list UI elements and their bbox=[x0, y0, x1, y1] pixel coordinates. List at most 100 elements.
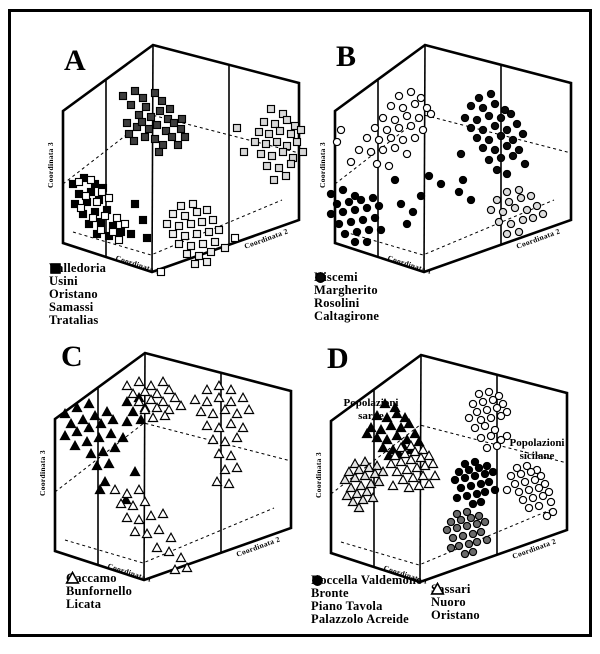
data-point bbox=[359, 470, 371, 481]
data-point bbox=[365, 478, 377, 489]
data-point bbox=[269, 175, 279, 185]
panel-letter-A: A bbox=[64, 44, 86, 77]
data-point bbox=[259, 117, 269, 127]
data-point bbox=[137, 117, 147, 127]
triangle-marker-icon bbox=[65, 571, 80, 584]
data-point bbox=[145, 394, 157, 405]
data-point bbox=[417, 444, 429, 455]
data-point bbox=[415, 452, 427, 463]
data-point bbox=[470, 471, 480, 481]
series-piano-tavola bbox=[442, 507, 492, 559]
data-point bbox=[397, 474, 409, 485]
data-point bbox=[448, 533, 458, 543]
data-point bbox=[510, 203, 520, 213]
legend-label: Roccella Valdemone bbox=[311, 573, 422, 587]
data-point bbox=[374, 135, 384, 145]
data-point bbox=[354, 145, 364, 155]
data-point bbox=[476, 433, 486, 443]
data-point bbox=[395, 456, 407, 467]
data-point bbox=[538, 209, 548, 219]
data-point bbox=[347, 496, 359, 507]
annotation-text: sarde bbox=[358, 410, 384, 422]
data-point bbox=[151, 402, 163, 413]
data-point bbox=[367, 492, 379, 503]
data-point bbox=[446, 543, 456, 553]
series-margherito bbox=[332, 87, 436, 171]
data-point bbox=[129, 466, 141, 477]
series-niscemi bbox=[326, 171, 476, 247]
data-point bbox=[138, 93, 148, 103]
data-point bbox=[384, 161, 394, 171]
data-point bbox=[508, 135, 518, 145]
data-point bbox=[486, 89, 496, 99]
data-point bbox=[223, 478, 235, 489]
data-point bbox=[405, 440, 417, 451]
data-point bbox=[181, 562, 193, 573]
data-point bbox=[201, 396, 213, 407]
data-point bbox=[129, 136, 139, 146]
data-point bbox=[524, 485, 534, 495]
data-point bbox=[96, 225, 106, 235]
data-point bbox=[423, 478, 435, 489]
data-point bbox=[162, 219, 172, 229]
data-point bbox=[416, 93, 426, 103]
data-point bbox=[356, 195, 366, 205]
data-point bbox=[460, 459, 470, 469]
data-point bbox=[147, 412, 159, 423]
data-point bbox=[506, 471, 516, 481]
data-point bbox=[343, 466, 355, 477]
data-point bbox=[476, 479, 486, 489]
data-point bbox=[490, 425, 500, 435]
data-point bbox=[486, 205, 496, 215]
data-point bbox=[71, 426, 83, 437]
data-point bbox=[472, 407, 482, 417]
data-point bbox=[194, 251, 204, 261]
data-point bbox=[127, 406, 139, 417]
triangle-marker-icon bbox=[430, 582, 445, 595]
data-point bbox=[492, 441, 502, 451]
data-point bbox=[466, 481, 476, 491]
data-point bbox=[468, 399, 478, 409]
data-point bbox=[165, 104, 175, 114]
data-point bbox=[105, 428, 117, 439]
data-point bbox=[243, 404, 255, 415]
data-point bbox=[350, 191, 360, 201]
data-point bbox=[472, 133, 482, 143]
data-point bbox=[416, 191, 426, 201]
data-point bbox=[151, 388, 163, 399]
data-point bbox=[326, 209, 336, 219]
data-point bbox=[442, 525, 452, 535]
data-point bbox=[464, 539, 474, 549]
data-point bbox=[74, 189, 84, 199]
data-point bbox=[492, 165, 502, 175]
data-point bbox=[452, 523, 462, 533]
data-point bbox=[159, 410, 171, 421]
data-point bbox=[296, 125, 306, 135]
data-point bbox=[145, 510, 157, 521]
data-point bbox=[153, 524, 165, 535]
data-point bbox=[382, 125, 392, 135]
data-point bbox=[359, 456, 371, 467]
data-point bbox=[490, 485, 500, 495]
panel-letter-D: D bbox=[327, 342, 349, 375]
data-point bbox=[201, 384, 213, 395]
data-point bbox=[292, 137, 302, 147]
data-point bbox=[231, 408, 243, 419]
data-point bbox=[480, 421, 490, 431]
legend-label: Licata bbox=[66, 597, 102, 611]
legend-label: Caltagirone bbox=[314, 309, 380, 323]
data-point bbox=[231, 432, 243, 443]
data-point bbox=[484, 155, 494, 165]
data-point bbox=[396, 199, 406, 209]
data-point bbox=[86, 175, 96, 185]
data-point bbox=[385, 420, 397, 431]
data-point bbox=[514, 487, 524, 497]
data-point bbox=[502, 431, 512, 441]
data-point bbox=[182, 249, 192, 259]
data-point bbox=[514, 145, 524, 155]
axis-label-z: Coordinata 3 bbox=[314, 452, 323, 498]
data-point bbox=[88, 213, 98, 223]
data-point bbox=[281, 171, 291, 181]
data-point bbox=[502, 407, 512, 417]
